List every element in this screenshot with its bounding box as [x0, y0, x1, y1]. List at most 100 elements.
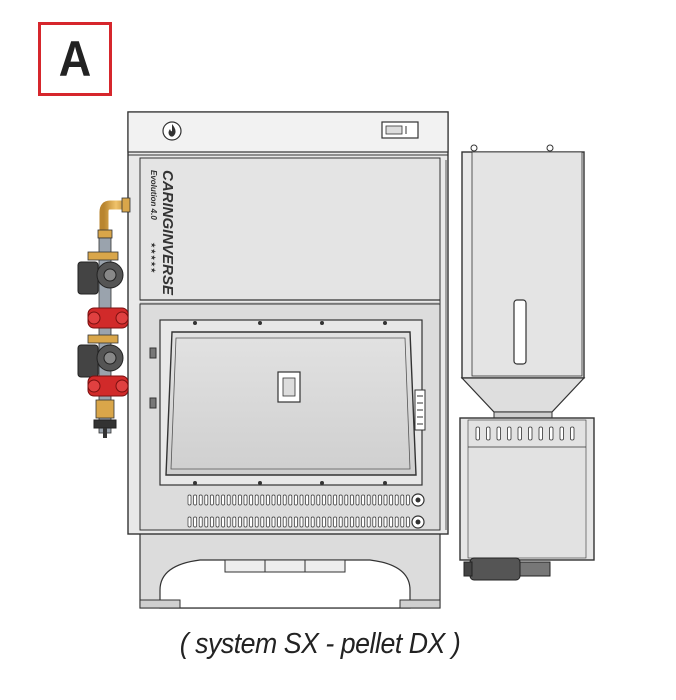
- vent-slot: [344, 516, 349, 528]
- pellet-burner: [459, 417, 595, 581]
- vent-slot: [282, 494, 287, 506]
- vent-slot: [406, 516, 410, 528]
- vent-slot: [299, 516, 304, 528]
- vent-slot: [249, 516, 253, 528]
- vent-slot: [305, 516, 309, 528]
- hydraulic-kit: [77, 197, 131, 438]
- vent-slot: [383, 494, 388, 506]
- pump-lower: [77, 334, 124, 378]
- vent-slot: [394, 494, 399, 506]
- brand-logo: CARINGINVERSE Evolution 4.0 ★★★★★: [149, 170, 176, 296]
- vent-slot: [221, 494, 225, 506]
- flame-icon: [162, 121, 182, 141]
- vent-slot: [350, 516, 354, 528]
- valve-lower: [87, 375, 129, 397]
- vent-slot: [361, 516, 365, 528]
- vent-slot: [193, 516, 197, 528]
- vent-slot: [338, 516, 343, 528]
- vent-slot: [394, 516, 399, 528]
- vent-slot: [366, 516, 371, 528]
- burner-vent-slot: [517, 426, 522, 441]
- vent-slot: [288, 516, 293, 528]
- door-latch: [414, 389, 426, 431]
- vent-slot: [383, 516, 388, 528]
- vent-slot: [406, 494, 410, 506]
- vent-slot: [232, 494, 237, 506]
- gauge-icon: [411, 493, 425, 529]
- vent-slot: [254, 516, 259, 528]
- vent-slot: [243, 516, 248, 528]
- figure-label-box: A: [38, 22, 112, 96]
- vent-slot: [226, 494, 231, 506]
- vent-slot: [232, 516, 237, 528]
- burner-vent-slot: [528, 426, 533, 441]
- vent-slot: [299, 494, 304, 506]
- vent-slot: [254, 494, 259, 506]
- vent-slot: [210, 494, 214, 506]
- vent-slot: [210, 516, 214, 528]
- vent-slot: [400, 494, 405, 506]
- vent-slot: [260, 516, 265, 528]
- vent-slot: [187, 494, 192, 506]
- vent-slot: [288, 494, 293, 506]
- valve-upper: [87, 307, 129, 329]
- boiler-body: [127, 111, 449, 535]
- burner-vent-slot: [549, 426, 554, 441]
- vent-slot: [294, 494, 298, 506]
- pump-upper: [77, 251, 124, 295]
- star-rating-icon: ★★★★★: [149, 242, 157, 273]
- vent-slot: [266, 516, 270, 528]
- vent-slot: [338, 494, 343, 506]
- vent-slot: [372, 494, 377, 506]
- vent-slot: [215, 494, 220, 506]
- vent-slot: [355, 494, 360, 506]
- figure-label: A: [58, 31, 92, 87]
- vent-slot: [243, 494, 248, 506]
- vent-slot: [271, 516, 276, 528]
- vent-slot: [389, 494, 393, 506]
- vent-slot: [282, 516, 287, 528]
- vent-slot: [310, 494, 315, 506]
- burner-vent-slot: [559, 426, 564, 441]
- vent-slot: [361, 494, 365, 506]
- vent-slot: [333, 516, 337, 528]
- vent-slot: [327, 494, 332, 506]
- vent-slot: [305, 494, 309, 506]
- vent-slot: [221, 516, 225, 528]
- vent-slot: [316, 516, 321, 528]
- air-vents: [187, 494, 410, 528]
- control-display: [381, 121, 419, 139]
- burner-vent-slot: [475, 426, 480, 441]
- vent-slot: [226, 516, 231, 528]
- vent-slot: [277, 516, 281, 528]
- vent-slot: [204, 494, 209, 506]
- vent-slot: [372, 516, 377, 528]
- brand-sub: Evolution 4.0: [149, 170, 158, 220]
- vent-slot: [333, 494, 337, 506]
- burner-vent-slot: [496, 426, 501, 441]
- burner-vent-slot: [507, 426, 512, 441]
- vent-slot: [322, 494, 326, 506]
- brand-name: CARINGINVERSE: [159, 170, 176, 296]
- boiler-base: [139, 532, 441, 609]
- vent-slot: [238, 516, 242, 528]
- vent-slot: [350, 494, 354, 506]
- vent-slot: [316, 494, 321, 506]
- vent-slot: [366, 494, 371, 506]
- vent-slot: [193, 494, 197, 506]
- burner-vent-slot: [486, 426, 491, 441]
- vent-slot: [389, 516, 393, 528]
- vent-slot: [187, 516, 192, 528]
- vent-slot: [266, 494, 270, 506]
- vent-slot: [204, 516, 209, 528]
- pellet-hopper: [460, 144, 586, 419]
- vent-slot: [310, 516, 315, 528]
- vent-slot: [400, 516, 405, 528]
- vent-slot: [198, 516, 203, 528]
- vent-slot: [198, 494, 203, 506]
- burner-vent-slot: [570, 426, 575, 441]
- vent-slot: [294, 516, 298, 528]
- vent-slot: [344, 494, 349, 506]
